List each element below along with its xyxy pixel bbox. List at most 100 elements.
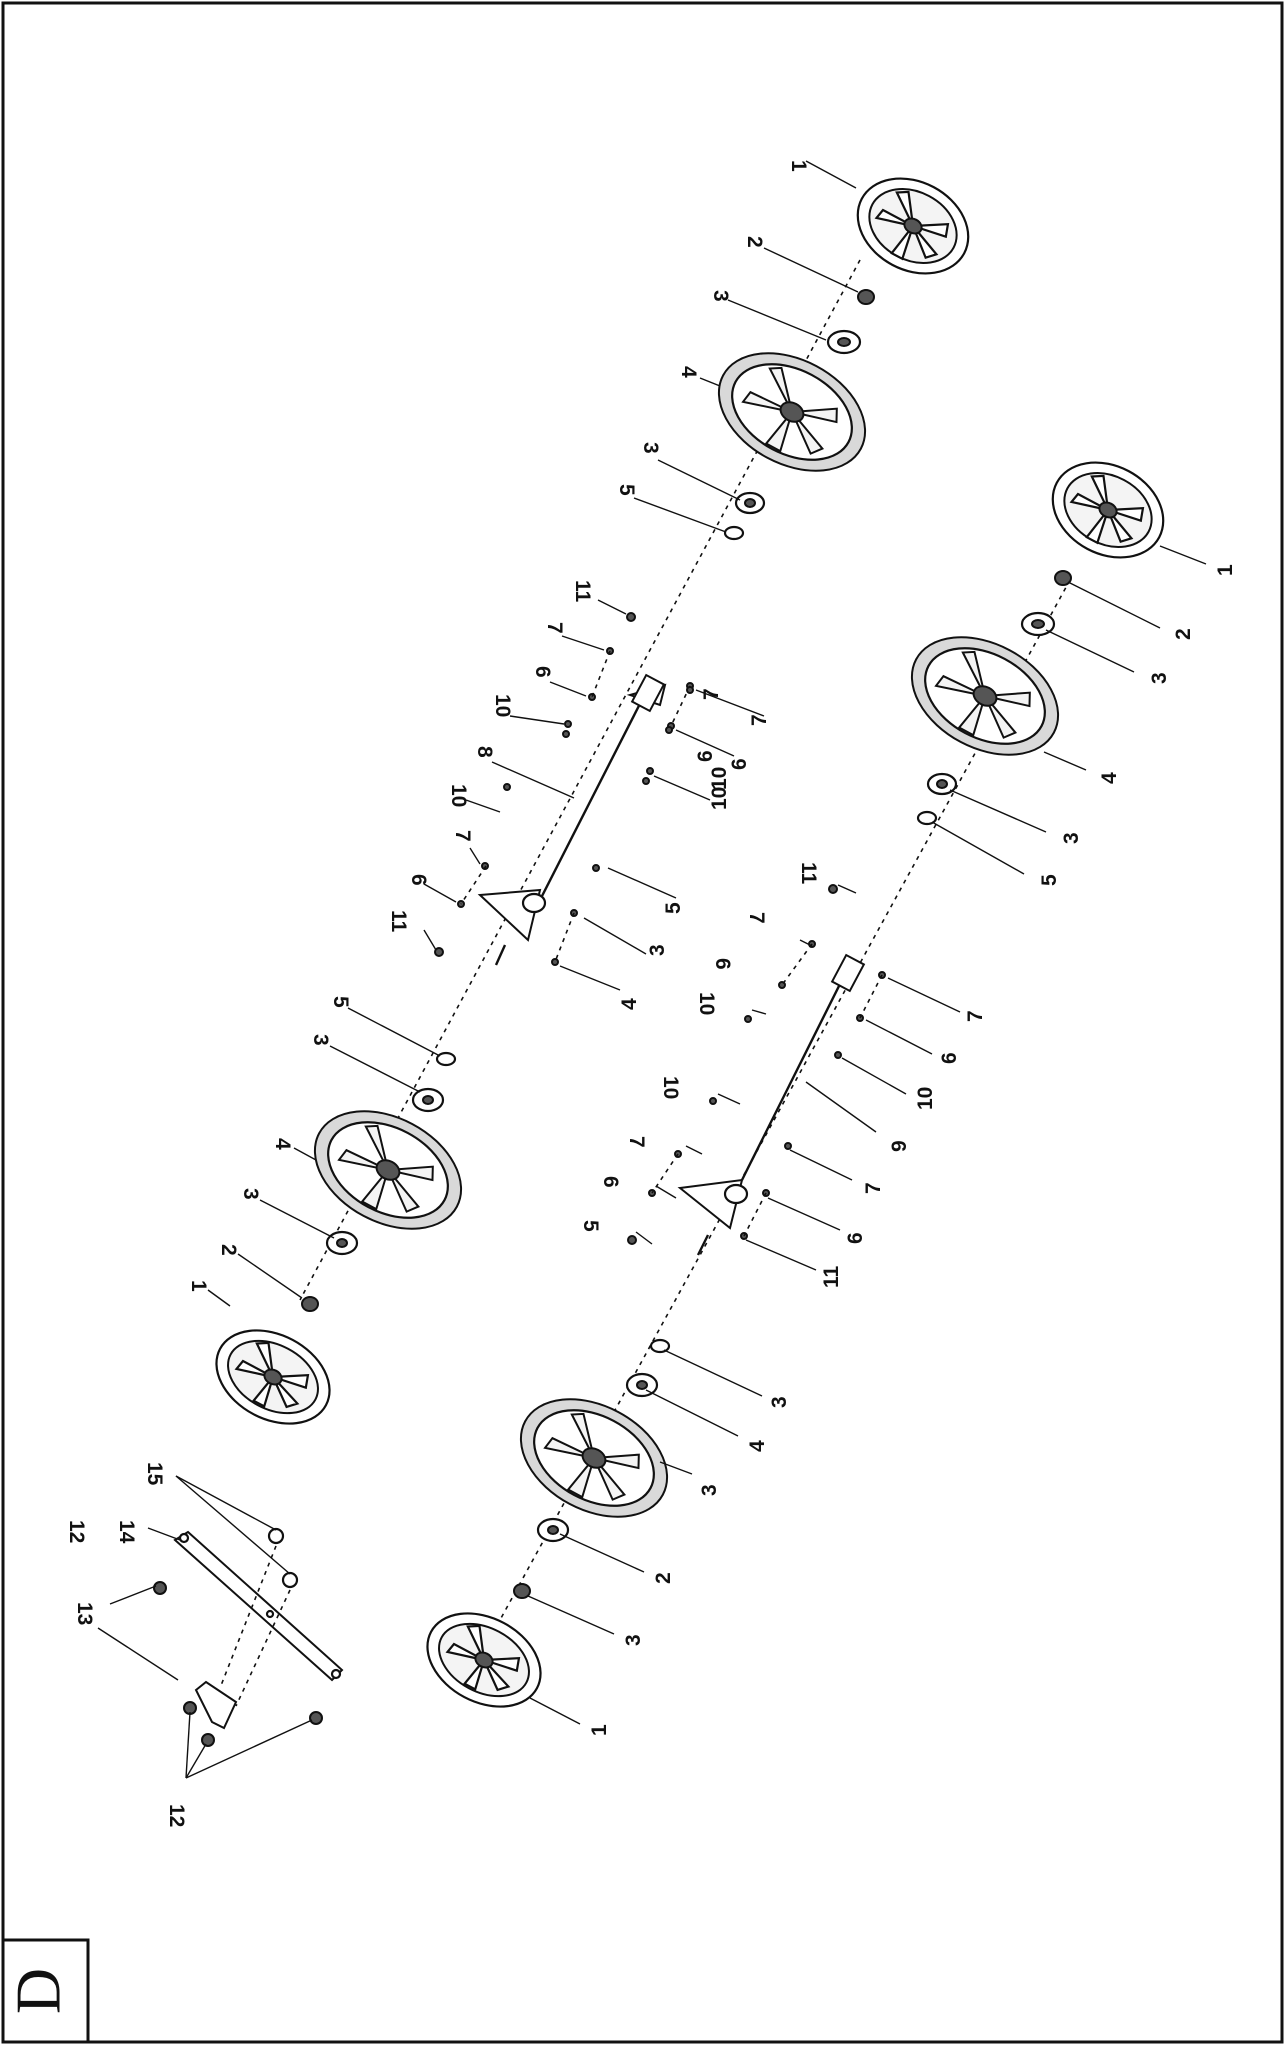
callout-number: 6 — [531, 666, 554, 678]
axle-top — [477, 673, 667, 966]
callout-number: 3 — [239, 1188, 262, 1200]
spacer-bottom-right — [916, 810, 938, 826]
callout-number: 10 — [914, 1087, 937, 1110]
nut-bottom-left — [513, 1583, 531, 1599]
callout-number: 10 — [695, 992, 718, 1015]
fasteners-top — [434, 612, 694, 966]
callout-number: 3 — [309, 1034, 332, 1046]
bolt-12c — [201, 1733, 215, 1747]
hubcap-bottom-right — [1051, 461, 1165, 559]
callout-number: 3 — [646, 944, 669, 956]
callout-number: 4 — [677, 366, 700, 378]
callout-number: 4 — [746, 1440, 769, 1452]
wheel-top-left — [313, 1110, 463, 1230]
page-code-box: D — [1, 1938, 90, 2044]
callout-number: 2 — [743, 236, 766, 248]
callout-number: 6 — [694, 750, 717, 762]
spacer-top-left — [435, 1051, 457, 1067]
bearing-top-inner-left — [411, 1087, 445, 1113]
callout-number: 6 — [844, 1232, 867, 1244]
bracket-plate — [194, 1680, 238, 1730]
callout-number: 1 — [588, 1724, 611, 1736]
fasteners-bottom — [627, 686, 886, 1245]
callout-number: 10 — [708, 767, 731, 790]
callout-number: 3 — [709, 290, 732, 302]
callout-number: 15 — [143, 1462, 166, 1486]
wheel-bottom-right — [910, 636, 1060, 756]
callout-number: 10 — [447, 784, 470, 807]
callout-number: 3 — [639, 442, 662, 454]
axle-bottom — [677, 953, 866, 1256]
callout-number: 3 — [698, 1484, 721, 1496]
callout-number: 14 — [115, 1520, 138, 1544]
callout-number: 5 — [662, 902, 685, 914]
bearing-top-outer-left — [325, 1230, 359, 1256]
callout-number: 10 — [659, 1076, 682, 1099]
callout-number: 2 — [217, 1244, 240, 1256]
callout-number: 2 — [652, 1572, 675, 1584]
callout-number: 6 — [407, 874, 430, 886]
callout-number: 4 — [618, 998, 641, 1010]
callout-number: 7 — [625, 1136, 648, 1148]
callout-number: 7 — [862, 1182, 885, 1194]
bracket-pin-upper — [267, 1527, 285, 1545]
callout-number: 11 — [797, 862, 820, 885]
wheel-top-right — [717, 352, 867, 472]
callout-number: 4 — [1098, 772, 1121, 784]
bearing-top-inner-right — [734, 491, 766, 515]
bearing-bottom-inner-left — [625, 1372, 659, 1398]
callout-number: 5 — [1038, 874, 1061, 886]
callout-number: 3 — [1060, 832, 1083, 844]
bearing-bottom-outer-left — [536, 1517, 570, 1543]
callout-number: 6 — [728, 758, 751, 770]
callout-number: 4 — [271, 1138, 294, 1150]
callout-number: 3 — [768, 1396, 791, 1408]
callout-labels-bottom: 1 2 3 4 3 5 7 6 10 11 7 6 10 7 6 10 9 10… — [579, 564, 1237, 1736]
callout-leaders — [97, 160, 1207, 1779]
callout-number: 10 — [708, 787, 731, 810]
bolt-12a — [153, 1581, 167, 1595]
callout-number: 10 — [491, 694, 514, 717]
nut-bottom-right — [1054, 570, 1072, 586]
callout-number: 7 — [964, 1010, 987, 1022]
callout-number: 1 — [1214, 564, 1237, 576]
callout-number: 12 — [65, 1520, 88, 1543]
callout-number: 5 — [579, 1220, 602, 1232]
callout-number: 7 — [700, 688, 723, 700]
page-code: D — [3, 1968, 74, 2014]
hubcap-bottom-left — [426, 1612, 542, 1708]
bearing-top-outer — [826, 329, 862, 355]
callout-number: 8 — [473, 746, 496, 758]
spacer-top-right — [723, 525, 745, 541]
callout-number: 5 — [329, 996, 352, 1008]
bolt-12d — [309, 1711, 323, 1725]
bearing-bottom-outer-right — [1020, 611, 1056, 637]
callout-number: 1 — [787, 160, 810, 172]
callout-number: 6 — [711, 958, 734, 970]
callout-number: 7 — [745, 912, 768, 924]
wheel-bottom-left — [519, 1398, 669, 1518]
top-axle-assembly — [215, 177, 970, 1425]
bracket-pin-lower — [281, 1571, 299, 1589]
callout-number: 7 — [748, 714, 771, 726]
callout-number: 7 — [543, 622, 566, 634]
callout-number: 1 — [187, 1280, 210, 1292]
callout-number: 13 — [73, 1602, 96, 1625]
callout-number: 6 — [599, 1176, 622, 1188]
spacer-bottom-left — [649, 1338, 671, 1354]
callout-number: 5 — [615, 484, 638, 496]
bottom-axle-assembly — [426, 461, 1165, 1708]
callout-number: 3 — [622, 1634, 645, 1646]
callout-number: 2 — [1172, 628, 1195, 640]
callout-number: 9 — [888, 1140, 911, 1152]
callout-number: 6 — [938, 1052, 961, 1064]
height-adjust-bracket-assembly — [153, 1527, 344, 1747]
callout-number: 12 — [165, 1804, 188, 1827]
nut-top-left — [301, 1296, 319, 1312]
bearing-bottom-inner-right — [926, 772, 958, 796]
callout-labels-top: 1 2 3 4 3 5 11 7 6 10 8 10 7 6 11 7 6 10… — [187, 160, 810, 1292]
hubcap-top-left — [215, 1329, 331, 1425]
callout-number: 3 — [1148, 672, 1171, 684]
